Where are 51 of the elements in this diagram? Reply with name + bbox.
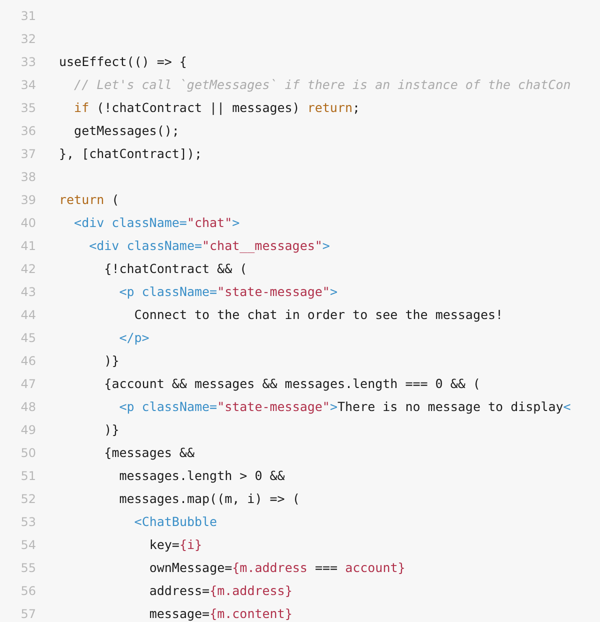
code-line: </p>: [119, 330, 150, 346]
code-line: }, [chatContract]);: [59, 146, 202, 162]
line-number: 40: [20, 215, 36, 231]
line-number: 50: [20, 445, 36, 461]
code-line: ownMessage={m.address === account}: [149, 560, 406, 576]
line-number: 37: [20, 146, 36, 162]
code-line: useEffect(() => {: [59, 54, 187, 70]
line-number: 31: [20, 8, 36, 24]
line-number: 56: [20, 583, 36, 599]
line-number: 32: [20, 31, 36, 47]
line-number: 39: [20, 192, 36, 208]
code-line: key={i}: [149, 537, 202, 553]
code-line: <p className="state-message">: [119, 284, 338, 300]
line-number: 57: [20, 606, 36, 622]
code-line: {messages &&: [104, 445, 194, 461]
code-line: getMessages();: [74, 123, 180, 139]
line-number: 43: [20, 284, 36, 300]
line-number: 34: [20, 77, 36, 93]
code-line: <p className="state-message">There is no message to display<: [119, 399, 571, 415]
code-line: message={m.content}: [149, 606, 292, 622]
code-line: <ChatBubble: [134, 514, 218, 530]
code-line: messages.length > 0 &&: [119, 468, 285, 484]
line-number: 47: [20, 376, 36, 392]
code-line: {!chatContract && (: [104, 261, 248, 277]
code-line: if (!chatContract || messages) return;: [74, 100, 360, 116]
line-number: 42: [20, 261, 36, 277]
line-number: 38: [20, 169, 36, 185]
code-line: <div className="chat__messages">: [89, 238, 330, 254]
line-number: 35: [20, 100, 36, 116]
line-number: 45: [20, 330, 36, 346]
line-number: 36: [20, 123, 36, 139]
line-number: 49: [20, 422, 36, 438]
line-number: 54: [20, 537, 36, 553]
code-line: return (: [59, 192, 120, 208]
code-line: address={m.address}: [149, 583, 292, 599]
line-number: 46: [20, 353, 36, 369]
line-number: 48: [20, 399, 36, 415]
code-comment: // Let's call `getMessages` if there is an instance of the chatCon: [74, 77, 571, 93]
code-line: messages.map((m, i) => (: [119, 491, 300, 507]
code-line: )}: [104, 422, 120, 438]
code-line: <div className="chat">: [74, 215, 240, 231]
code-line: {account && messages && messages.length === 0 && (: [104, 376, 480, 392]
line-number: 44: [20, 307, 36, 323]
line-number: 55: [20, 560, 36, 576]
code-line: )}: [104, 353, 120, 369]
code-line: Connect to the chat in order to see the messages!: [134, 307, 504, 323]
line-number: 41: [20, 238, 36, 254]
line-number: 53: [20, 514, 36, 530]
line-number: 51: [20, 468, 36, 484]
line-number: 52: [20, 491, 36, 507]
line-number: 33: [20, 54, 36, 70]
